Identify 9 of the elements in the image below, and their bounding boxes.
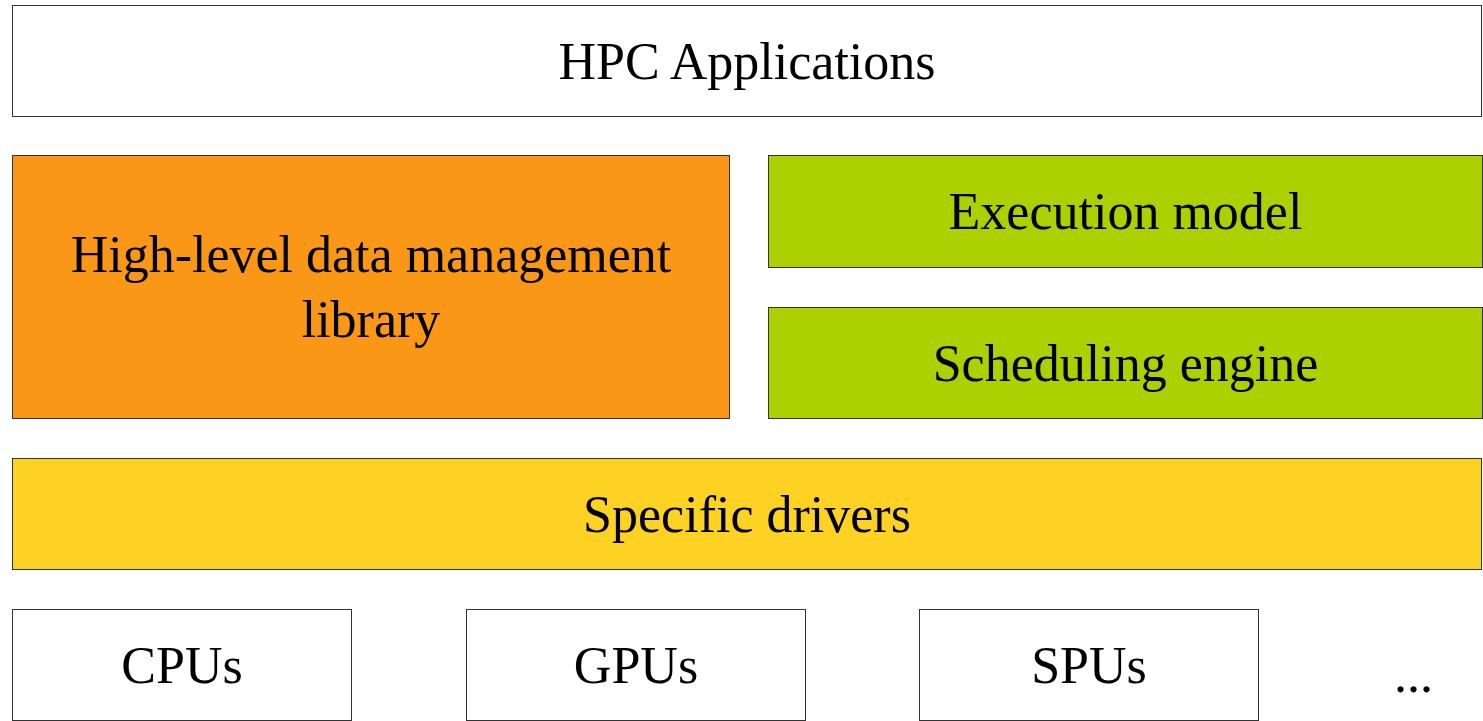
ellipsis-text: ... bbox=[1394, 645, 1433, 704]
layer-box: High-level data management library bbox=[12, 155, 730, 419]
layer-box: HPC Applications bbox=[12, 5, 1482, 117]
layer-box: Execution model bbox=[768, 155, 1483, 268]
hardware-box: CPUs bbox=[12, 609, 352, 721]
hardware-box: GPUs bbox=[466, 609, 806, 721]
layer-box: Specific drivers bbox=[12, 458, 1482, 570]
layer-box: Scheduling engine bbox=[768, 307, 1483, 419]
hardware-box: SPUs bbox=[919, 609, 1259, 721]
